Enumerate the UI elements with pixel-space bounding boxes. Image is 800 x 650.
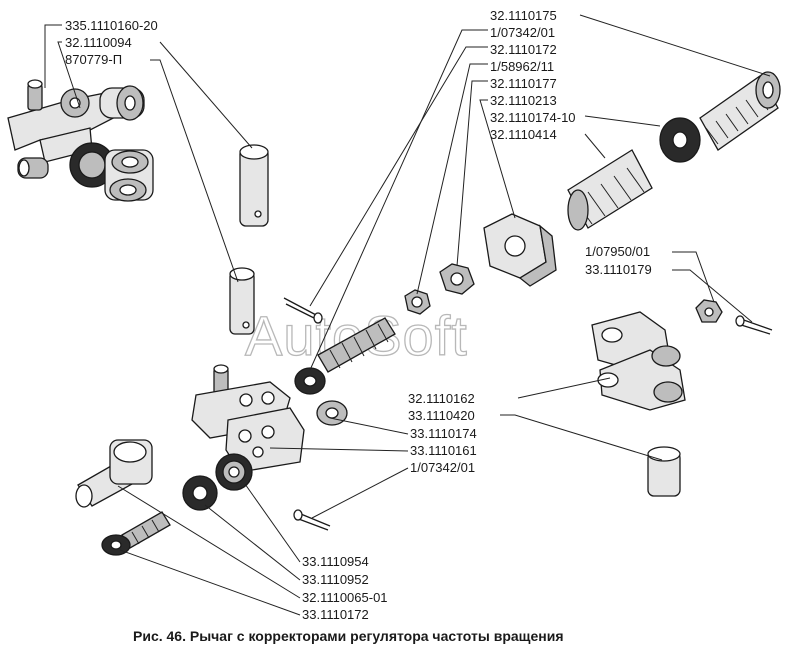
label-32-1110213: 32.1110213 bbox=[490, 93, 557, 108]
large-nut-part bbox=[483, 213, 557, 287]
spring-part bbox=[699, 71, 781, 151]
label-33-1110952: 33.1110952 bbox=[302, 572, 369, 587]
label-32-1110065-01: 32.1110065-01 bbox=[302, 590, 388, 605]
eye-bolt-part bbox=[75, 439, 153, 508]
washer-part-2 bbox=[316, 400, 348, 426]
part-labels: 335.1110160-20 32.1110094 870779-П 32.11… bbox=[65, 8, 652, 622]
label-33-1110420: 33.1110420 bbox=[408, 408, 475, 423]
pin-part-2 bbox=[229, 267, 255, 335]
label-32-1110177: 32.1110177 bbox=[490, 76, 557, 91]
castle-nut-part bbox=[695, 299, 723, 323]
label-32-1110414: 32.1110414 bbox=[490, 127, 557, 142]
cotter-pin-part-2 bbox=[735, 315, 773, 335]
label-32-1110172: 32.1110172 bbox=[490, 42, 557, 57]
label-1-07342-01-top: 1/07342/01 bbox=[490, 25, 555, 40]
leader-lines bbox=[44, 14, 771, 616]
label-33-1110174: 33.1110174 bbox=[410, 426, 477, 441]
label-32-1110174-10: 32.1110174-10 bbox=[490, 110, 576, 125]
washer-part bbox=[659, 117, 701, 163]
label-32-1110175: 32.1110175 bbox=[490, 8, 557, 23]
small-nut-part bbox=[404, 289, 431, 315]
spring-part-2 bbox=[567, 149, 653, 231]
label-1-07342-01-bottom: 1/07342/01 bbox=[410, 460, 475, 475]
pin-part bbox=[239, 144, 269, 227]
main-lever-part bbox=[191, 364, 305, 473]
label-33-1110954: 33.1110954 bbox=[302, 554, 369, 569]
label-33-1110179: 33.1110179 bbox=[585, 262, 652, 277]
label-33-1110172: 33.1110172 bbox=[302, 607, 369, 622]
label-1-07950-01: 1/07950/01 bbox=[585, 244, 650, 259]
cotter-pin-part bbox=[283, 297, 323, 324]
figure-caption: Рис. 46. Рычаг с корректорами регулятора… bbox=[133, 628, 564, 644]
label-32-1110094: 32.1110094 bbox=[65, 35, 132, 50]
toothed-washer-part bbox=[215, 453, 253, 491]
label-335-1110160-20: 335.1110160-20 bbox=[65, 18, 158, 33]
label-870779-p: 870779-П bbox=[65, 52, 122, 67]
spring-washer-part bbox=[182, 475, 218, 511]
label-32-1110162: 32.1110162 bbox=[408, 391, 475, 406]
lever-part bbox=[591, 311, 686, 411]
label-33-1110161: 33.1110161 bbox=[410, 443, 477, 458]
label-1-58962-11: 1/58962/11 bbox=[490, 59, 554, 74]
adjusting-screw-part bbox=[294, 317, 396, 395]
screw-part bbox=[101, 511, 171, 556]
cotter-pin-part-3 bbox=[293, 509, 331, 531]
assembled-lever-part bbox=[7, 79, 154, 202]
nut-part bbox=[439, 263, 475, 295]
bushing-part bbox=[647, 446, 681, 497]
